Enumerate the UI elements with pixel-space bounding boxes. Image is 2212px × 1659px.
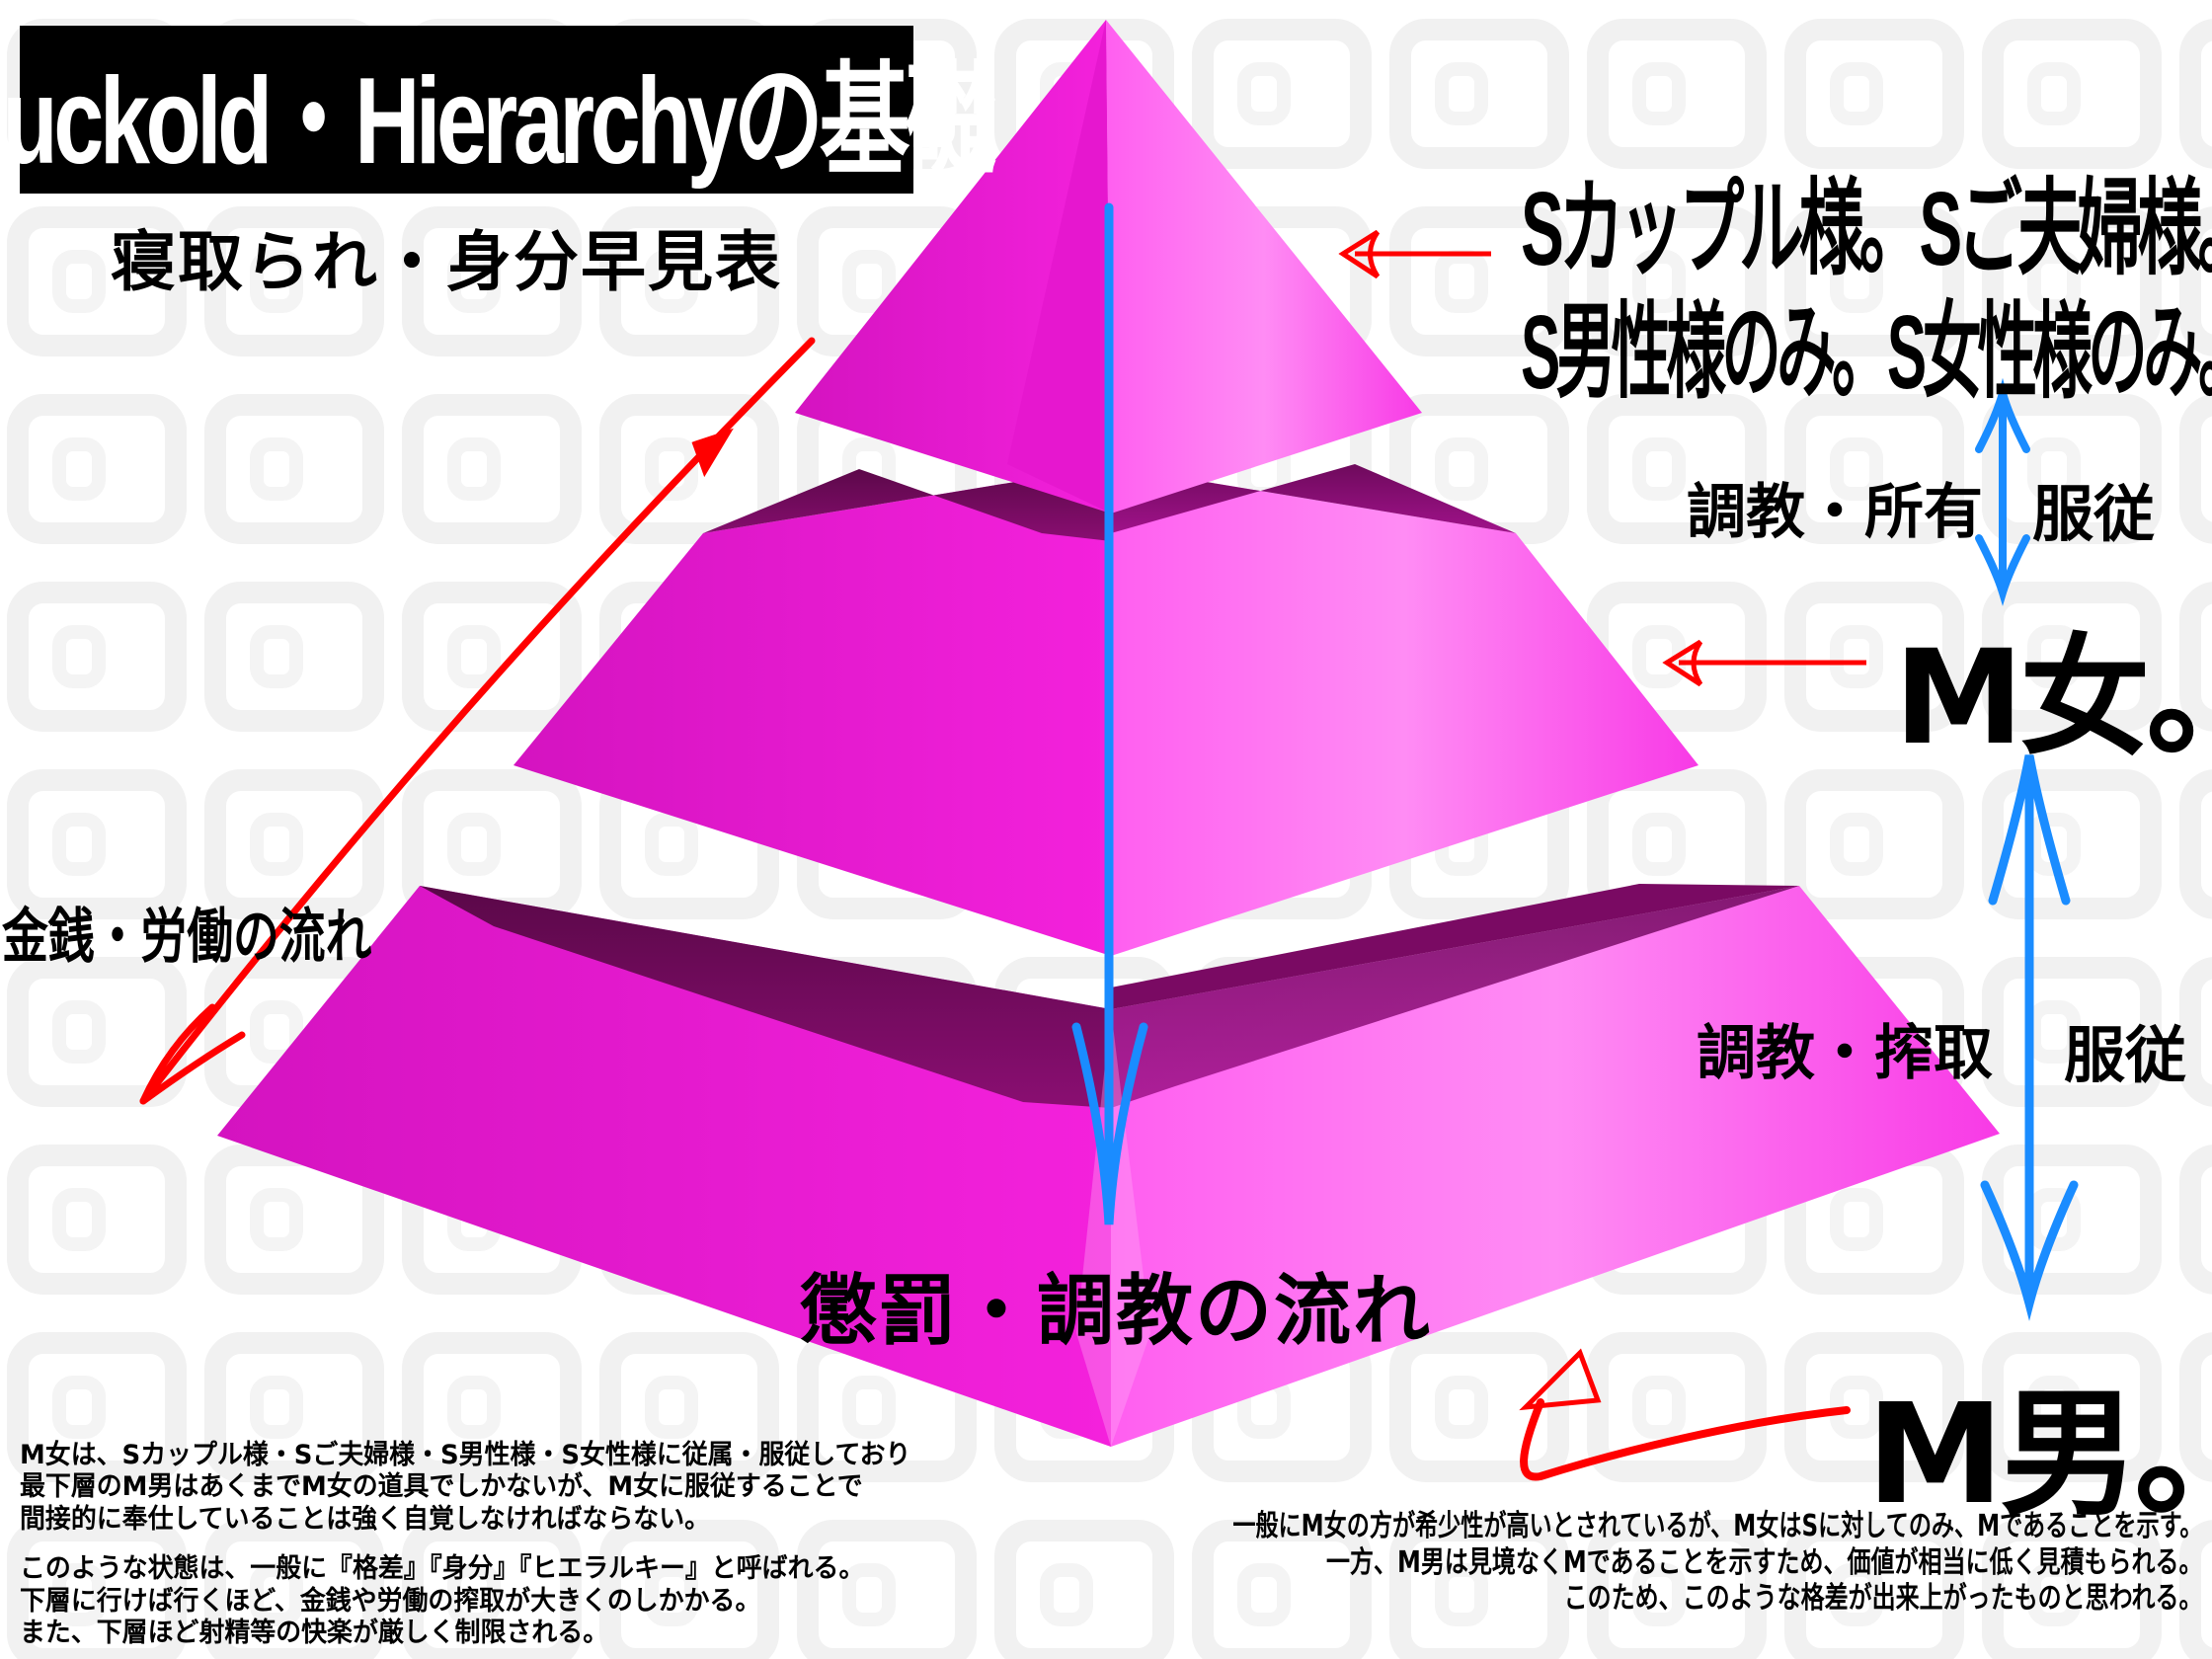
- punishment-flow-label: 懲罰・調教の流れ: [800, 1267, 1433, 1356]
- notes-left-line: 下層に行けば行くほど、金銭や労働の搾取が大きくのしかかる。: [20, 1585, 761, 1617]
- punishment-flow-arrow: [1071, 202, 1148, 1225]
- notes-right-line: 一方、M男は見境なくMであることを示すため、価値が相当に低く見積もられる。: [1325, 1544, 2202, 1580]
- pyramid-tier-middle: [514, 464, 1698, 956]
- submission-arrow-upper: [1975, 377, 2030, 606]
- notes-right: 一般にM女の方が希少性が高いとされているが、M女はSに対してのみ、Mであることを…: [943, 1509, 2202, 1618]
- tier-bottom-label: M男。: [1866, 1375, 2212, 1536]
- tier-middle-label: M女。: [1894, 622, 2212, 774]
- relation-lower-left: 調教・搾取: [1697, 1019, 1993, 1088]
- notes-left: M女は、Sカップル様・Sご夫婦様・S男性様・S女性様に従属・服従しており 最下層…: [20, 1440, 910, 1649]
- relation-upper-left: 調教・所有: [1687, 478, 1983, 547]
- notes-left-line: M女は、Sカップル様・Sご夫婦様・S男性様・S女性様に従属・服従しており: [20, 1440, 911, 1470]
- page-title: Cuckold・Hierarchyの基礎: [0, 53, 996, 190]
- notes-right-line: このため、このような格差が出来上がったものと思われる。: [1563, 1581, 2202, 1617]
- subtitle: 寝取られ・身分早見表: [111, 224, 782, 300]
- pyramid-tier-top: [795, 20, 1422, 514]
- notes-left-line: また、下層ほど射精等の快楽が厳しく制限される。: [20, 1617, 609, 1648]
- relation-lower-right: 服従: [2064, 1019, 2187, 1091]
- pointer-arrow-top: [1338, 229, 1491, 279]
- notes-left-line: 最下層のM男はあくまでM女の道具でしかないが、M女に服従することで: [20, 1471, 863, 1503]
- tier-top-line2: S男性様のみ。S女性様のみ。: [1521, 294, 2212, 411]
- notes-left-line: 間接的に奉仕していることは強く自覚しなければならない。: [20, 1503, 711, 1535]
- notes-right-line: 一般にM女の方が希少性が高いとされているが、M女はSに対してのみ、Mであることを…: [1231, 1509, 2202, 1543]
- tier-top-line1: Sカップル様。Sご夫婦様。: [1521, 171, 2212, 287]
- relation-upper-right: 服従: [2032, 478, 2156, 550]
- title-box: Cuckold・Hierarchyの基礎: [0, 26, 996, 194]
- pointer-arrow-bottom: [1519, 1348, 1851, 1481]
- pointer-arrow-middle: [1662, 639, 1866, 687]
- notes-left-line: このような状態は、一般に『格差』『身分』『ヒエラルキー』と呼ばれる。: [20, 1553, 865, 1585]
- money-flow-arrow: [139, 337, 816, 1105]
- pyramid-tier-bottom: [217, 884, 2000, 1447]
- submission-arrow-lower: [1980, 754, 2079, 1321]
- money-flow-label: 金銭・労働の流れ: [2, 904, 372, 970]
